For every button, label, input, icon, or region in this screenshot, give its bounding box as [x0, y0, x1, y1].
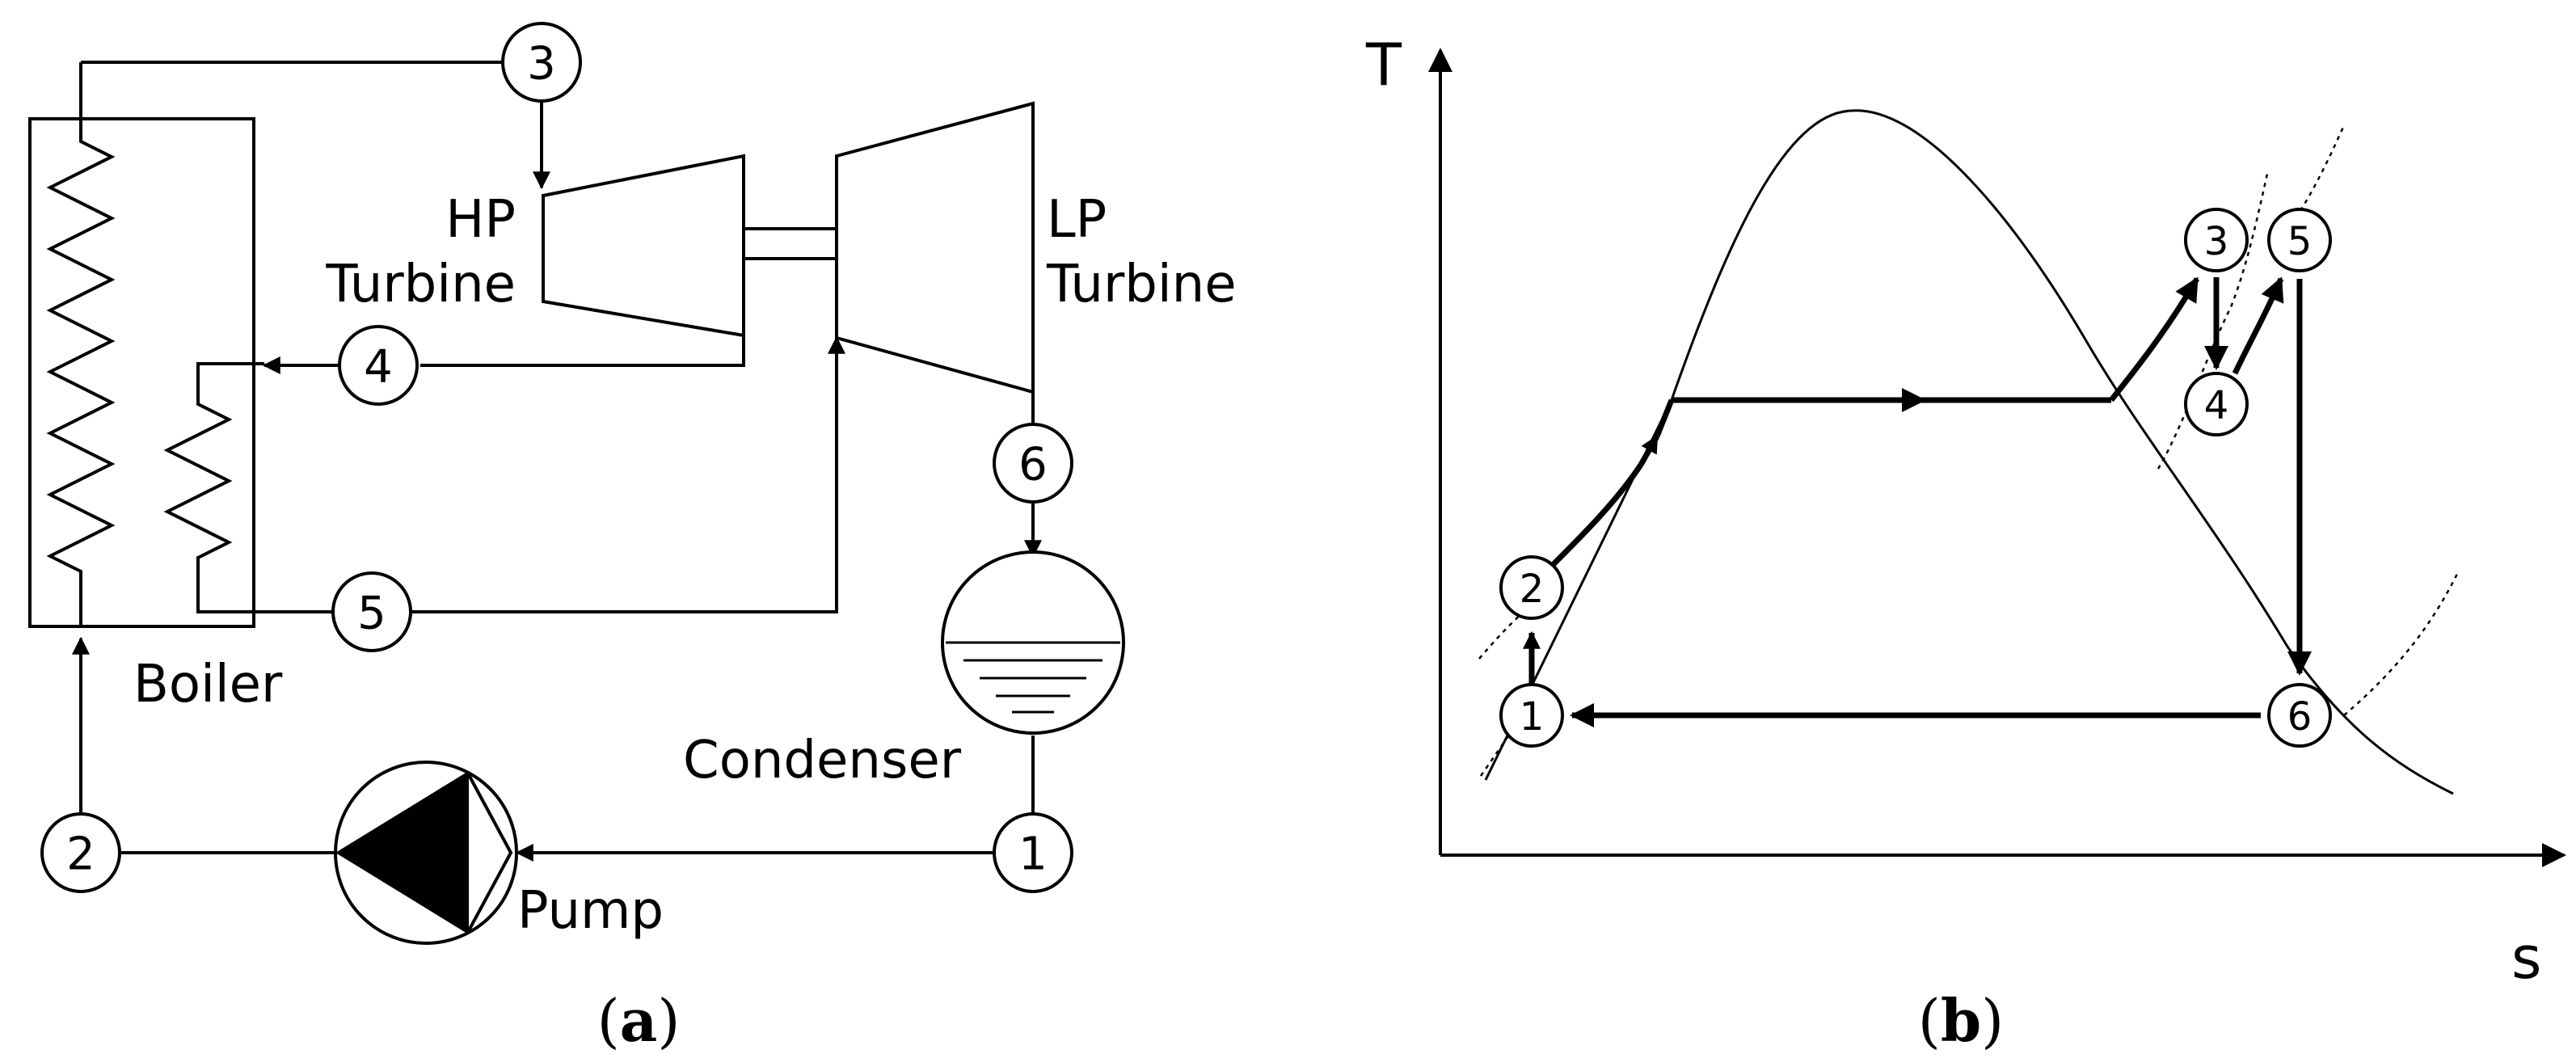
pump-label: Pump — [517, 881, 664, 941]
state-node-b-3: 3 — [2184, 208, 2249, 272]
state-node-a-1: 1 — [993, 812, 1073, 893]
state-node-b-1: 1 — [1499, 683, 1564, 748]
lp-turbine-label-1: LP — [1047, 190, 1107, 250]
x-axis-label: s — [2511, 924, 2542, 992]
process-reheat-5 — [2232, 276, 2284, 375]
svg-text:5: 5 — [2287, 219, 2312, 264]
process-superheat-3 — [2109, 276, 2200, 403]
panel-b-ts-diagram: T s 1 2 3 — [1365, 31, 2566, 1055]
panel-a-schematic: 3 4 5 6 1 2 HP Turbine LP Turbine Boiler… — [28, 22, 1237, 1055]
state-node-a-2: 2 — [40, 812, 121, 893]
svg-text:4: 4 — [364, 341, 393, 394]
svg-text:3: 3 — [527, 38, 556, 91]
boiler-label: Boiler — [133, 655, 283, 714]
state-node-b-6: 6 — [2267, 683, 2332, 748]
pipe-hp-to-4 — [420, 335, 745, 367]
lp-turbine-label-2: Turbine — [1046, 255, 1237, 314]
svg-text:2: 2 — [66, 828, 95, 881]
boiler-box — [28, 117, 255, 628]
svg-text:1: 1 — [1520, 694, 1545, 740]
svg-text:2: 2 — [1520, 567, 1545, 612]
state-node-a-3: 3 — [501, 22, 582, 103]
condenser-label: Condenser — [683, 731, 962, 790]
state-node-b-2: 2 — [1499, 555, 1564, 620]
state-node-a-6: 6 — [993, 423, 1073, 504]
state-node-b-4: 4 — [2184, 372, 2249, 436]
boiler-superheater-coil — [46, 62, 116, 626]
hp-turbine — [542, 154, 745, 338]
state-node-a-5: 5 — [331, 571, 412, 652]
y-axis-label: T — [1365, 31, 1402, 99]
condenser — [941, 550, 1125, 735]
svg-text:1: 1 — [1018, 828, 1048, 881]
process-2-heating-upper — [1654, 398, 1675, 438]
isobar-lp-top — [2294, 124, 2346, 219]
process-2-heating — [1549, 463, 1643, 568]
caption-a: (a) — [597, 986, 681, 1055]
isobar-lp — [2343, 573, 2459, 716]
pipe-5-to-lp — [412, 335, 845, 613]
state-node-a-4: 4 — [338, 325, 419, 406]
pump — [334, 761, 518, 945]
hp-turbine-label-1: HP — [445, 190, 516, 250]
lp-turbine — [835, 101, 1035, 394]
hp-turbine-label-2: Turbine — [325, 255, 516, 314]
caption-b: (b) — [1918, 986, 2005, 1055]
svg-text:3: 3 — [2204, 219, 2229, 264]
boiler-reheater-coil — [163, 362, 331, 613]
process-2-heating-tip — [1638, 435, 1660, 466]
svg-text:4: 4 — [2204, 383, 2229, 428]
svg-text:5: 5 — [357, 588, 386, 640]
svg-text:6: 6 — [1018, 439, 1048, 491]
svg-text:6: 6 — [2287, 694, 2312, 740]
state-node-b-5: 5 — [2267, 208, 2332, 272]
saturation-dome — [1484, 109, 2454, 795]
